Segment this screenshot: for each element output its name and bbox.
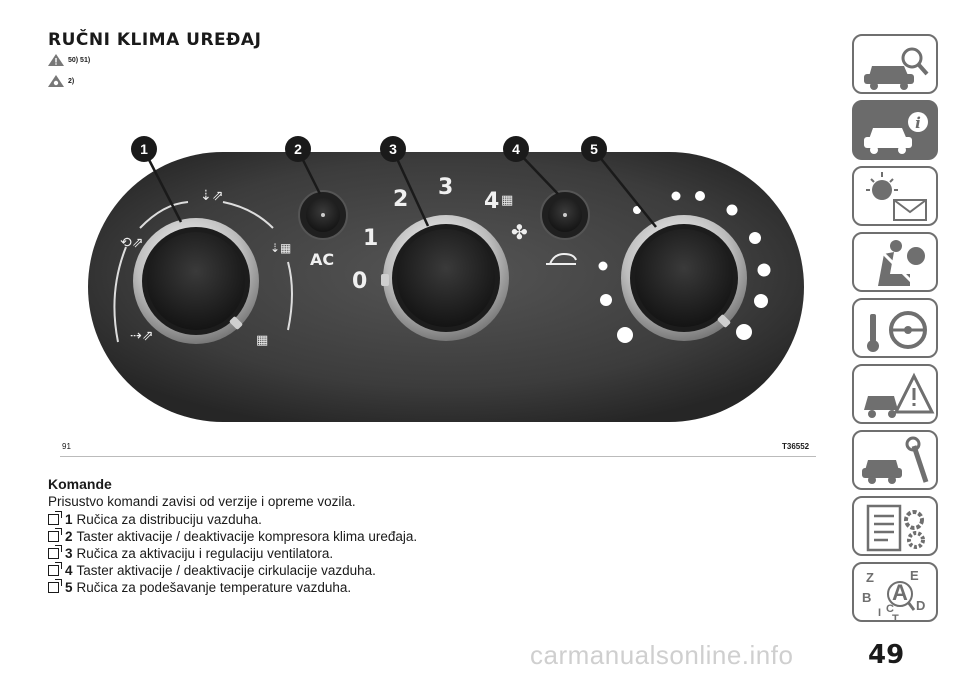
- tab-starting-driving[interactable]: [852, 298, 938, 358]
- note-ref: 2): [48, 75, 74, 87]
- svg-text:T: T: [892, 613, 899, 622]
- tab-emergency[interactable]: [852, 364, 938, 424]
- svg-text:i: i: [915, 114, 921, 132]
- page-number: 49: [868, 640, 905, 670]
- climate-control-figure: ⇣⇗ ⟲⇗ ⇣▦ ⇢⇗ ▦ AC 0 1 2 3 4 ▦ ✤: [48, 132, 818, 442]
- callout-4: 4: [503, 136, 529, 162]
- warning-ref-text: 50) 51): [68, 56, 91, 64]
- seat-airbag-icon: [878, 240, 925, 286]
- item-text: Ručica za aktivaciju i regulaciju ventil…: [76, 546, 334, 561]
- svg-text:⇣▦: ⇣▦: [270, 241, 291, 255]
- callout-4-label: 4: [512, 141, 520, 157]
- svg-text:⟲⇗: ⟲⇗: [120, 235, 143, 251]
- item-text: Ručica za podešavanje temperature vazduh…: [76, 580, 352, 595]
- car-warning-triangle-icon: [864, 372, 935, 418]
- recirculation-icon: [546, 252, 577, 265]
- fan-icon: ✤: [511, 220, 528, 244]
- ac-label: AC: [310, 250, 334, 269]
- warning-triangle-icon: [48, 54, 64, 66]
- callout-1-label: 1: [140, 141, 148, 157]
- ac-button[interactable]: [298, 190, 348, 240]
- callout-2-label: 2: [294, 141, 302, 157]
- callout-5: 5: [581, 136, 607, 162]
- figure-number: 91: [62, 442, 71, 451]
- svg-text:Z: Z: [866, 570, 874, 585]
- knob-temperature[interactable]: [621, 215, 747, 341]
- callout-3-label: 3: [389, 141, 397, 157]
- recirculation-button[interactable]: [540, 190, 590, 240]
- document-gear-icon: [866, 504, 925, 552]
- fan-speed-3: 3: [438, 175, 453, 200]
- checkbox-icon: [48, 545, 62, 559]
- callout-2: 2: [285, 136, 311, 162]
- section-title: Komande: [48, 476, 112, 492]
- svg-text:B: B: [862, 590, 871, 605]
- item-text: Ručica za distribuciju vazduha.: [76, 512, 262, 527]
- tab-technical-data[interactable]: [852, 496, 938, 556]
- watermark: carmanualsonline.info: [530, 640, 794, 670]
- svg-text:⇣⇗: ⇣⇗: [200, 188, 223, 204]
- figure-code: T36552: [782, 442, 810, 451]
- fan-speed-4: 4: [484, 189, 499, 214]
- tab-maintenance[interactable]: [852, 430, 938, 490]
- tab-car-search[interactable]: [852, 34, 938, 94]
- car-info-icon: i: [864, 112, 928, 154]
- item-text: Taster aktivacije / deaktivacije kompres…: [76, 529, 418, 544]
- tab-car-info[interactable]: i: [852, 100, 938, 160]
- item-number: 5: [65, 580, 73, 595]
- figure-caption-divider: [60, 456, 816, 457]
- warning-ref: 50) 51): [48, 54, 90, 66]
- car-search-icon: [864, 47, 929, 90]
- note-triangle-icon: [48, 75, 64, 87]
- page-title: RUČNI KLIMA UREĐAJ: [48, 30, 262, 50]
- callout-5-label: 5: [590, 141, 598, 157]
- fan-speed-0: 0: [352, 269, 367, 294]
- svg-text:I: I: [878, 607, 881, 619]
- checkbox-icon: [48, 528, 62, 542]
- defrost-icon: ▦: [501, 193, 513, 208]
- fan-speed-2: 2: [393, 187, 408, 212]
- svg-text:D: D: [916, 598, 925, 613]
- steering-key-icon: [867, 311, 927, 352]
- knob-air-distribution[interactable]: [133, 218, 259, 344]
- warning-light-mail-icon: [866, 172, 927, 221]
- svg-text:C: C: [886, 603, 894, 615]
- svg-text:▦: ▦: [256, 333, 268, 348]
- note-ref-text: 2): [68, 77, 75, 85]
- svg-text:A: A: [892, 580, 908, 605]
- intro-text: Prisustvo komandi zavisi od verzije i op…: [48, 494, 356, 509]
- temperature-scale: [598, 191, 771, 343]
- tab-warning-lights[interactable]: [852, 166, 938, 226]
- item-number: 3: [65, 546, 73, 561]
- tab-safety[interactable]: [852, 232, 938, 292]
- checkbox-icon: [48, 579, 62, 593]
- car-wrench-icon: [862, 436, 929, 484]
- item-text: Taster aktivacije / deaktivacije cirkula…: [76, 563, 376, 578]
- fan-speed-1: 1: [363, 226, 378, 251]
- callout-1: 1: [131, 136, 157, 162]
- svg-text:E: E: [910, 568, 919, 583]
- item-number: 1: [65, 512, 73, 527]
- item-number: 2: [65, 529, 73, 544]
- item-number: 4: [65, 563, 73, 578]
- checkbox-icon: [48, 562, 62, 576]
- svg-text:⇢⇗: ⇢⇗: [130, 328, 153, 344]
- callout-3: 3: [380, 136, 406, 162]
- checkbox-icon: [48, 511, 62, 525]
- climate-panel-illustration: ⇣⇗ ⟲⇗ ⇣▦ ⇢⇗ ▦ AC 0 1 2 3 4 ▦ ✤: [88, 136, 804, 422]
- knob-fan-speed[interactable]: [381, 215, 509, 341]
